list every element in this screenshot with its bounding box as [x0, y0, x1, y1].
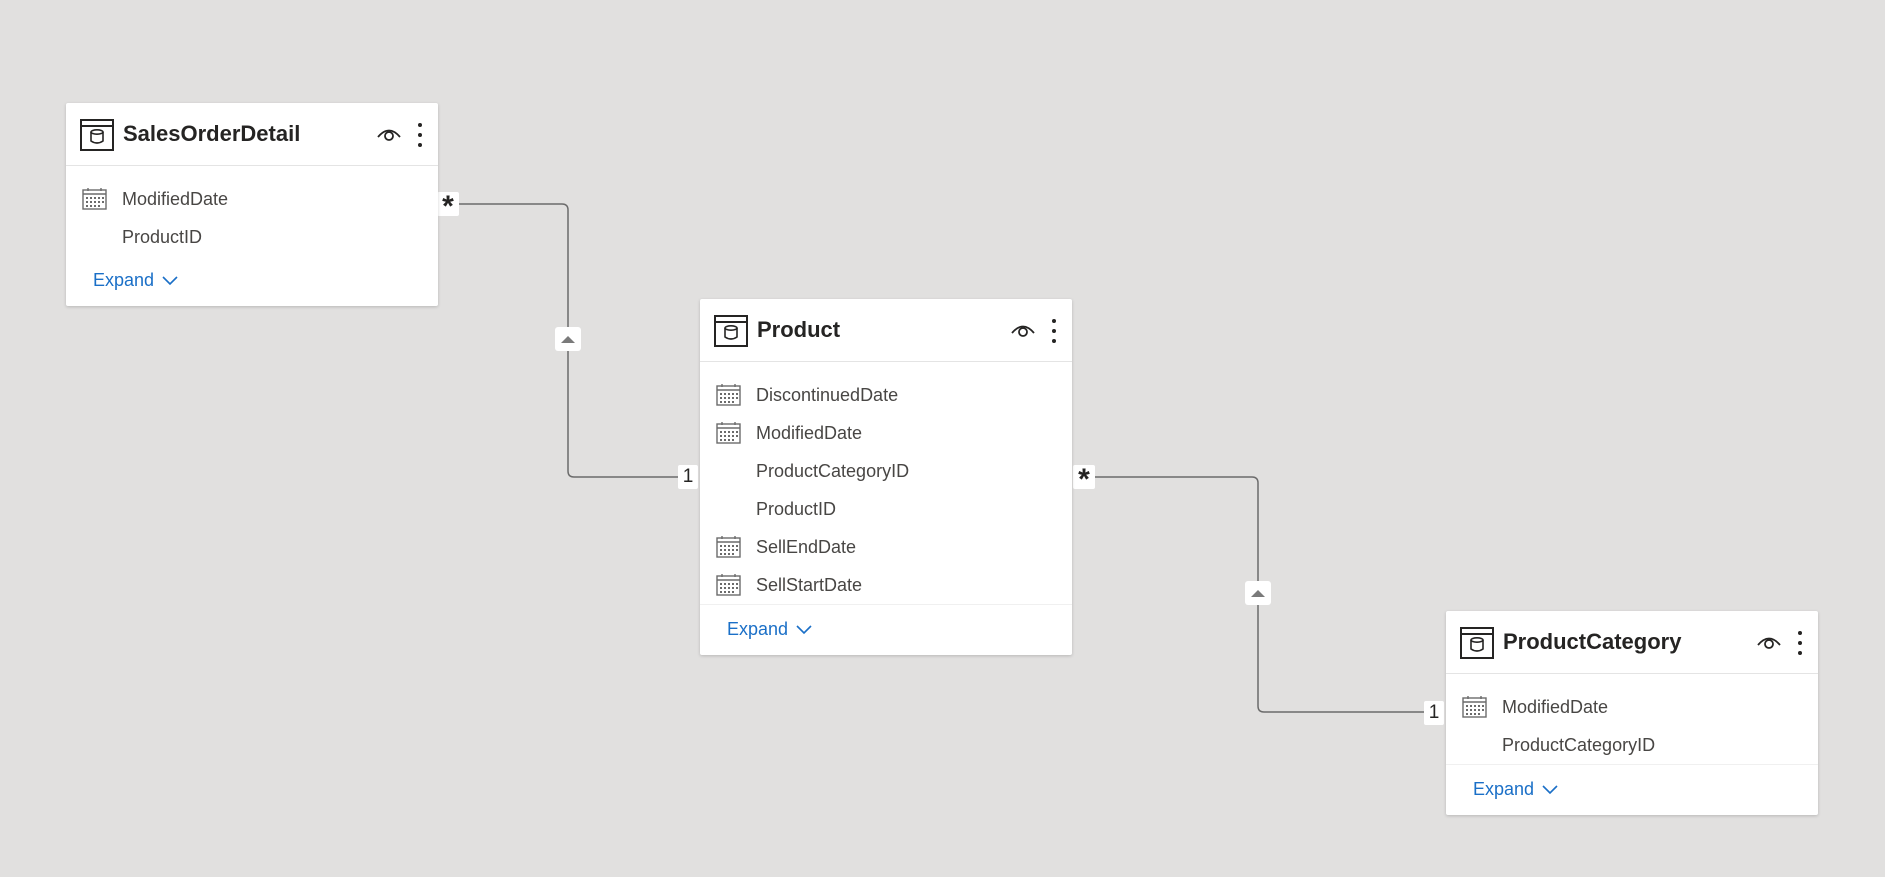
field-label: ProductCategoryID: [756, 461, 910, 481]
calendar-icon: [1462, 696, 1487, 718]
field-row[interactable]: ProductCategoryID: [700, 452, 1072, 490]
expand-row: Expand: [66, 256, 438, 306]
field-row[interactable]: ModifiedDate: [1446, 688, 1818, 726]
table-icon: [714, 315, 748, 347]
field-list: DiscontinuedDate ModifiedDate ProductCat…: [700, 362, 1072, 604]
eye-icon[interactable]: [1756, 632, 1782, 652]
expand-button[interactable]: Expand: [93, 270, 178, 291]
expand-label: Expand: [93, 270, 155, 290]
cardinality-many-marker: *: [1073, 465, 1095, 489]
more-options-icon[interactable]: [1048, 317, 1060, 345]
table-card-salesorderdetail[interactable]: SalesOrderDetail ModifiedDate: [66, 103, 438, 306]
filter-direction-arrow-icon[interactable]: [555, 327, 581, 351]
field-label: ProductID: [122, 227, 203, 247]
calendar-icon: [716, 536, 741, 558]
cardinality-one-marker: 1: [1424, 701, 1444, 725]
table-icon: [1460, 627, 1494, 659]
table-card-product[interactable]: Product DiscontinuedDate: [700, 299, 1072, 655]
table-icon: [80, 119, 114, 151]
more-options-icon[interactable]: [414, 121, 426, 149]
table-card-header[interactable]: SalesOrderDetail: [66, 103, 438, 166]
field-row[interactable]: ModifiedDate: [66, 180, 438, 218]
field-row[interactable]: ModifiedDate: [700, 414, 1072, 452]
table-title: ProductCategory: [1503, 629, 1682, 654]
field-label: ProductCategoryID: [1502, 735, 1656, 755]
field-row[interactable]: ProductCategoryID: [1446, 726, 1818, 764]
cardinality-one-marker: 1: [678, 465, 698, 489]
chevron-down-icon: [1542, 784, 1558, 794]
expand-label: Expand: [1473, 779, 1535, 799]
field-label: SellEndDate: [756, 537, 857, 557]
cardinality-many-marker: *: [437, 192, 459, 216]
field-label: SellStartDate: [756, 575, 863, 595]
field-label: ProductID: [756, 499, 837, 519]
field-row[interactable]: ProductID: [700, 490, 1072, 528]
chevron-down-icon: [162, 275, 178, 285]
field-row[interactable]: DiscontinuedDate: [700, 376, 1072, 414]
calendar-icon: [82, 188, 107, 210]
chevron-down-icon: [796, 624, 812, 634]
field-row[interactable]: SellEndDate: [700, 528, 1072, 566]
field-list: ModifiedDate ProductCategoryID: [1446, 674, 1818, 764]
table-card-header[interactable]: Product: [700, 299, 1072, 362]
expand-row: Expand: [1446, 764, 1818, 815]
field-label: DiscontinuedDate: [756, 385, 899, 405]
calendar-icon: [716, 422, 741, 444]
filter-direction-arrow-icon[interactable]: [1245, 581, 1271, 605]
field-label: ModifiedDate: [756, 423, 863, 443]
expand-button[interactable]: Expand: [1473, 779, 1558, 800]
expand-label: Expand: [727, 619, 789, 639]
field-row[interactable]: SellStartDate: [700, 566, 1072, 604]
table-card-header[interactable]: ProductCategory: [1446, 611, 1818, 674]
table-card-productcategory[interactable]: ProductCategory ModifiedDate: [1446, 611, 1818, 815]
field-label: ModifiedDate: [122, 189, 229, 209]
field-label: ModifiedDate: [1502, 697, 1609, 717]
table-title: SalesOrderDetail: [123, 121, 301, 146]
eye-icon[interactable]: [376, 124, 402, 144]
table-title: Product: [757, 317, 841, 342]
calendar-icon: [716, 384, 741, 406]
field-row[interactable]: ProductID: [66, 218, 438, 256]
expand-button[interactable]: Expand: [727, 619, 812, 640]
calendar-icon: [716, 574, 741, 596]
expand-row: Expand: [700, 604, 1072, 655]
field-list: ModifiedDate ProductID: [66, 166, 438, 256]
eye-icon[interactable]: [1010, 320, 1036, 340]
more-options-icon[interactable]: [1794, 629, 1806, 657]
